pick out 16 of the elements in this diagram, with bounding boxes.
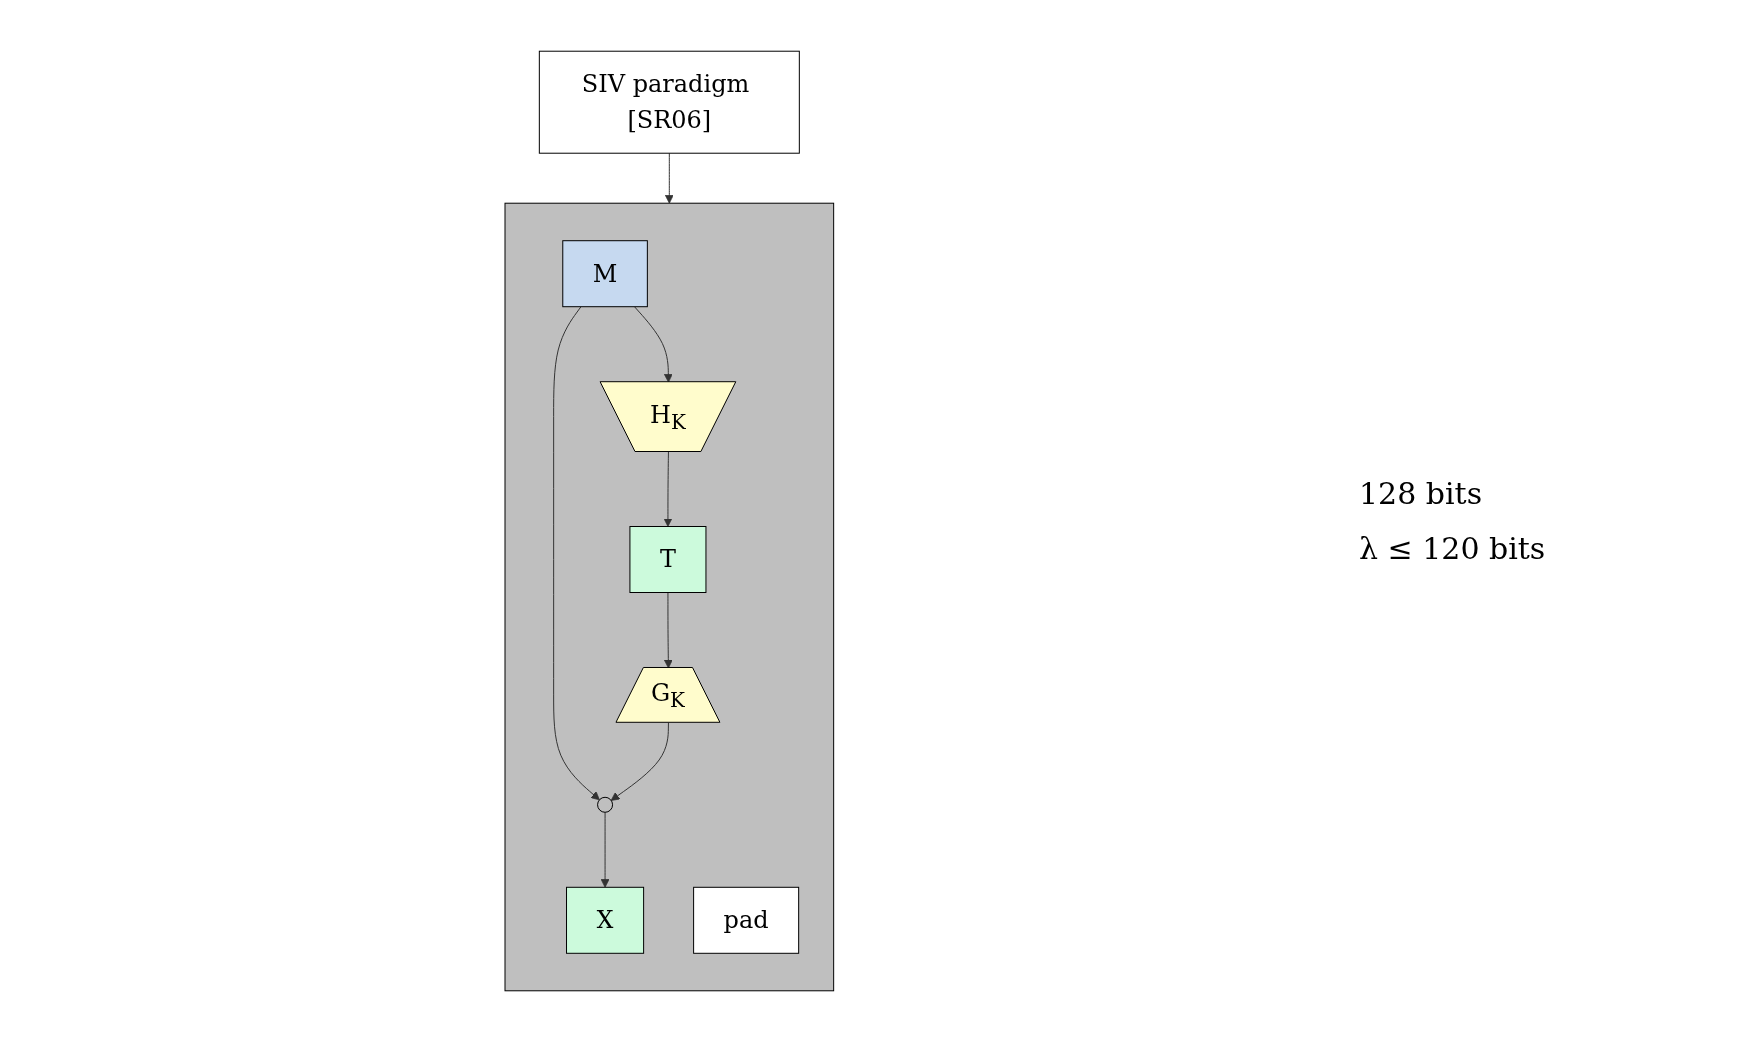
node-box: X [566,886,645,954]
arrow [634,305,673,383]
node-box: T [629,525,707,593]
arrow [663,451,673,527]
size-label: λ ≤ 120 bits [1359,530,1547,566]
cluster [504,202,835,991]
size-label: 128 bits [1359,475,1484,511]
arrow [665,152,674,204]
node-circle [597,796,614,813]
node-box: pad [693,886,800,954]
arrow [553,305,600,800]
arrow [600,811,610,888]
arrow [664,591,673,668]
arrow [610,721,670,801]
node-box: M [562,239,649,307]
node-box: SIV paradigm [SR06] [539,50,800,154]
